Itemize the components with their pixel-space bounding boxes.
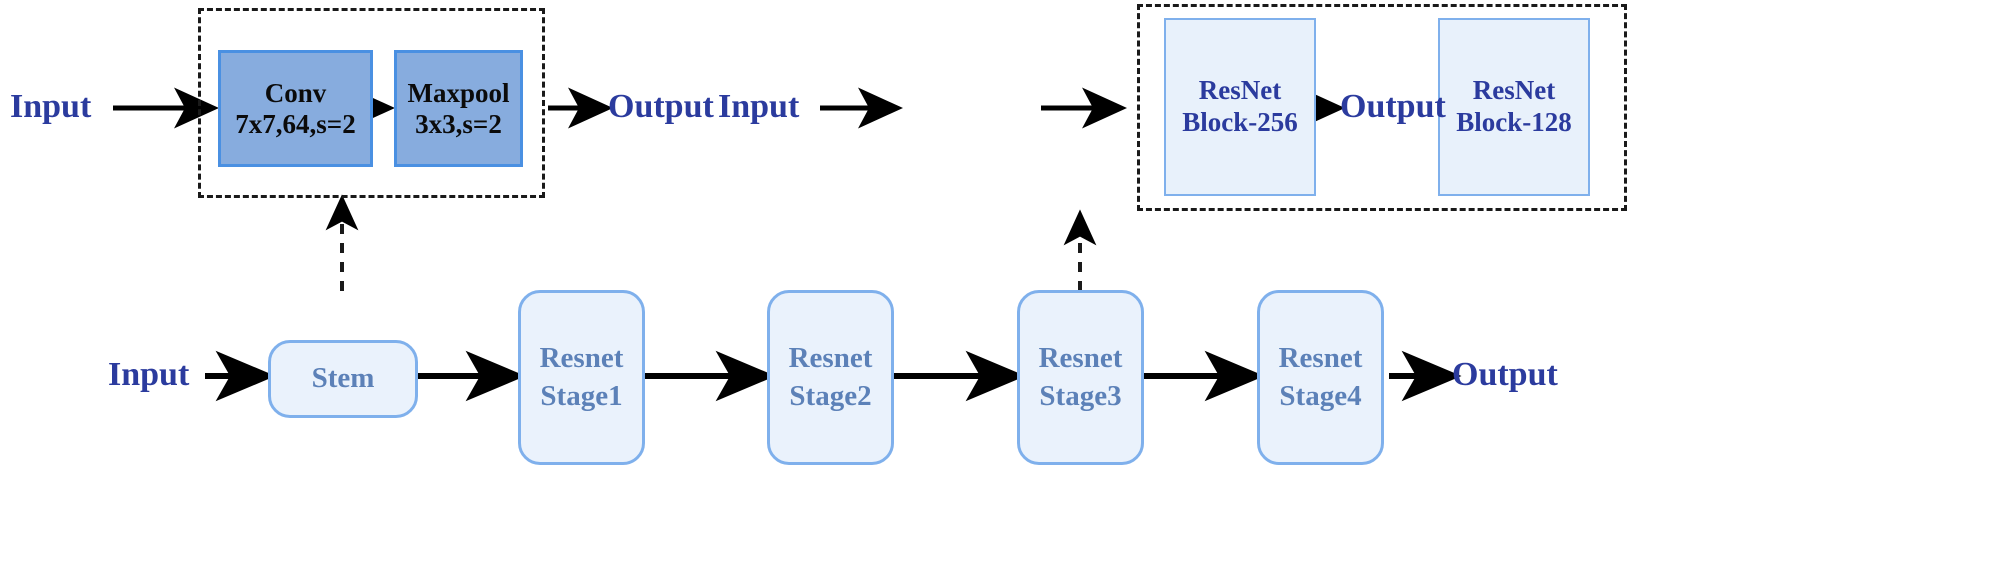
resnet-block-128-line1: ResNet	[1472, 75, 1556, 106]
maxpool-block[interactable]: Maxpool 3x3,s=2	[394, 50, 523, 167]
pipeline-stage-3[interactable]: Resnet Stage3	[1017, 290, 1144, 465]
resnet-block-128-line2: Block-128	[1456, 107, 1572, 137]
stem-detail-input-label: Input	[10, 88, 92, 125]
maxpool-block-line2: 3x3,s=2	[415, 108, 502, 139]
pipeline-stage-2[interactable]: Resnet Stage2	[767, 290, 894, 465]
pipeline-stage-3-line2: Stage3	[1039, 379, 1122, 412]
pipeline-stage-stem-line1: Stem	[311, 362, 375, 395]
pipeline-output-label: Output	[1452, 356, 1558, 393]
conv-block-line1: Conv	[264, 78, 327, 109]
resnet-detail-input-label: Input	[718, 88, 800, 125]
pipeline-stage-4[interactable]: Resnet Stage4	[1257, 290, 1384, 465]
pipeline-stage-1-line2: Stage1	[540, 379, 623, 412]
resnet-stage-detail-group	[1137, 4, 1627, 211]
pipeline-input-label: Input	[108, 356, 190, 393]
conv-block-line2: 7x7,64,s=2	[235, 108, 356, 139]
resnet-detail-output-label: Output	[1340, 88, 1446, 125]
resnet-block-128[interactable]: ResNet Block-128	[1438, 18, 1590, 196]
stem-detail-group	[198, 8, 545, 198]
conv-block[interactable]: Conv 7x7,64,s=2	[218, 50, 373, 167]
pipeline-stage-stem[interactable]: Stem	[268, 340, 418, 418]
pipeline-stage-4-line1: Resnet	[1278, 341, 1363, 374]
pipeline-stage-1-line1: Resnet	[539, 341, 624, 374]
pipeline-stage-1[interactable]: Resnet Stage1	[518, 290, 645, 465]
resnet-block-256-line2: Block-256	[1182, 107, 1298, 137]
stem-detail-output-label: Output	[608, 88, 714, 125]
resnet-block-256[interactable]: ResNet Block-256	[1164, 18, 1316, 196]
pipeline-stage-3-line1: Resnet	[1038, 341, 1123, 374]
maxpool-block-line1: Maxpool	[407, 78, 510, 109]
pipeline-stage-2-line1: Resnet	[788, 341, 873, 374]
pipeline-stage-2-line2: Stage2	[789, 379, 872, 412]
pipeline-stage-4-line2: Stage4	[1279, 379, 1362, 412]
resnet-block-256-line1: ResNet	[1198, 75, 1282, 106]
